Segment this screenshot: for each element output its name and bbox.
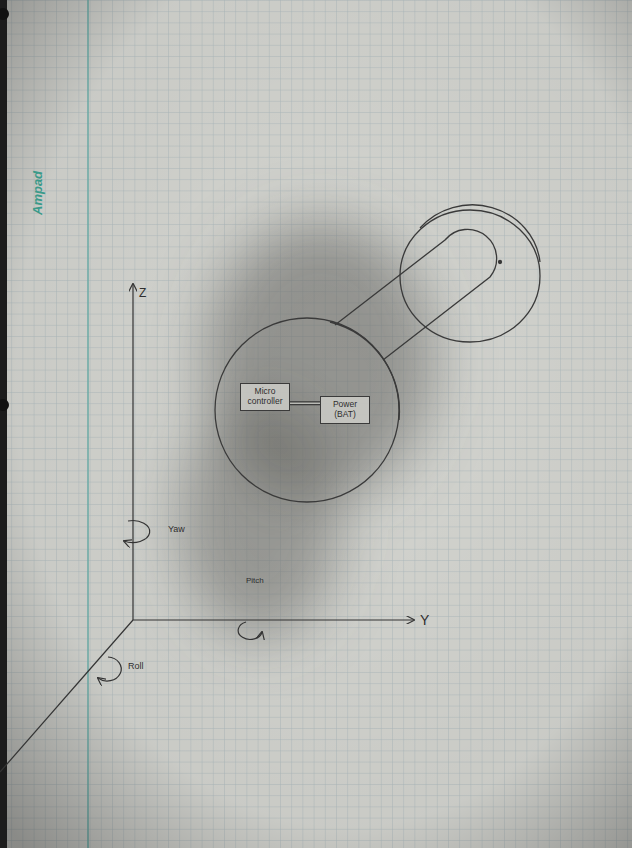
box-text: Power (BAT) (324, 400, 366, 420)
wire-gap (290, 402, 320, 404)
axis-label: Z (139, 286, 146, 300)
axis-label: Y (420, 612, 429, 628)
dumbbell-drawing (215, 205, 540, 502)
wire (290, 401, 320, 405)
brand-mark: Ampad (30, 171, 45, 215)
rotation-label: Roll (128, 661, 144, 671)
binder-hole (0, 8, 9, 20)
rotation-label: Pitch (246, 576, 264, 585)
axes (0, 284, 414, 772)
controller-box: Micro controller (240, 383, 290, 411)
edge-strip (0, 0, 7, 848)
rotation-label: Yaw (168, 524, 185, 534)
battery-box: Power (BAT) (320, 396, 370, 424)
binder-hole (0, 399, 9, 411)
box-text: Micro controller (244, 387, 286, 407)
